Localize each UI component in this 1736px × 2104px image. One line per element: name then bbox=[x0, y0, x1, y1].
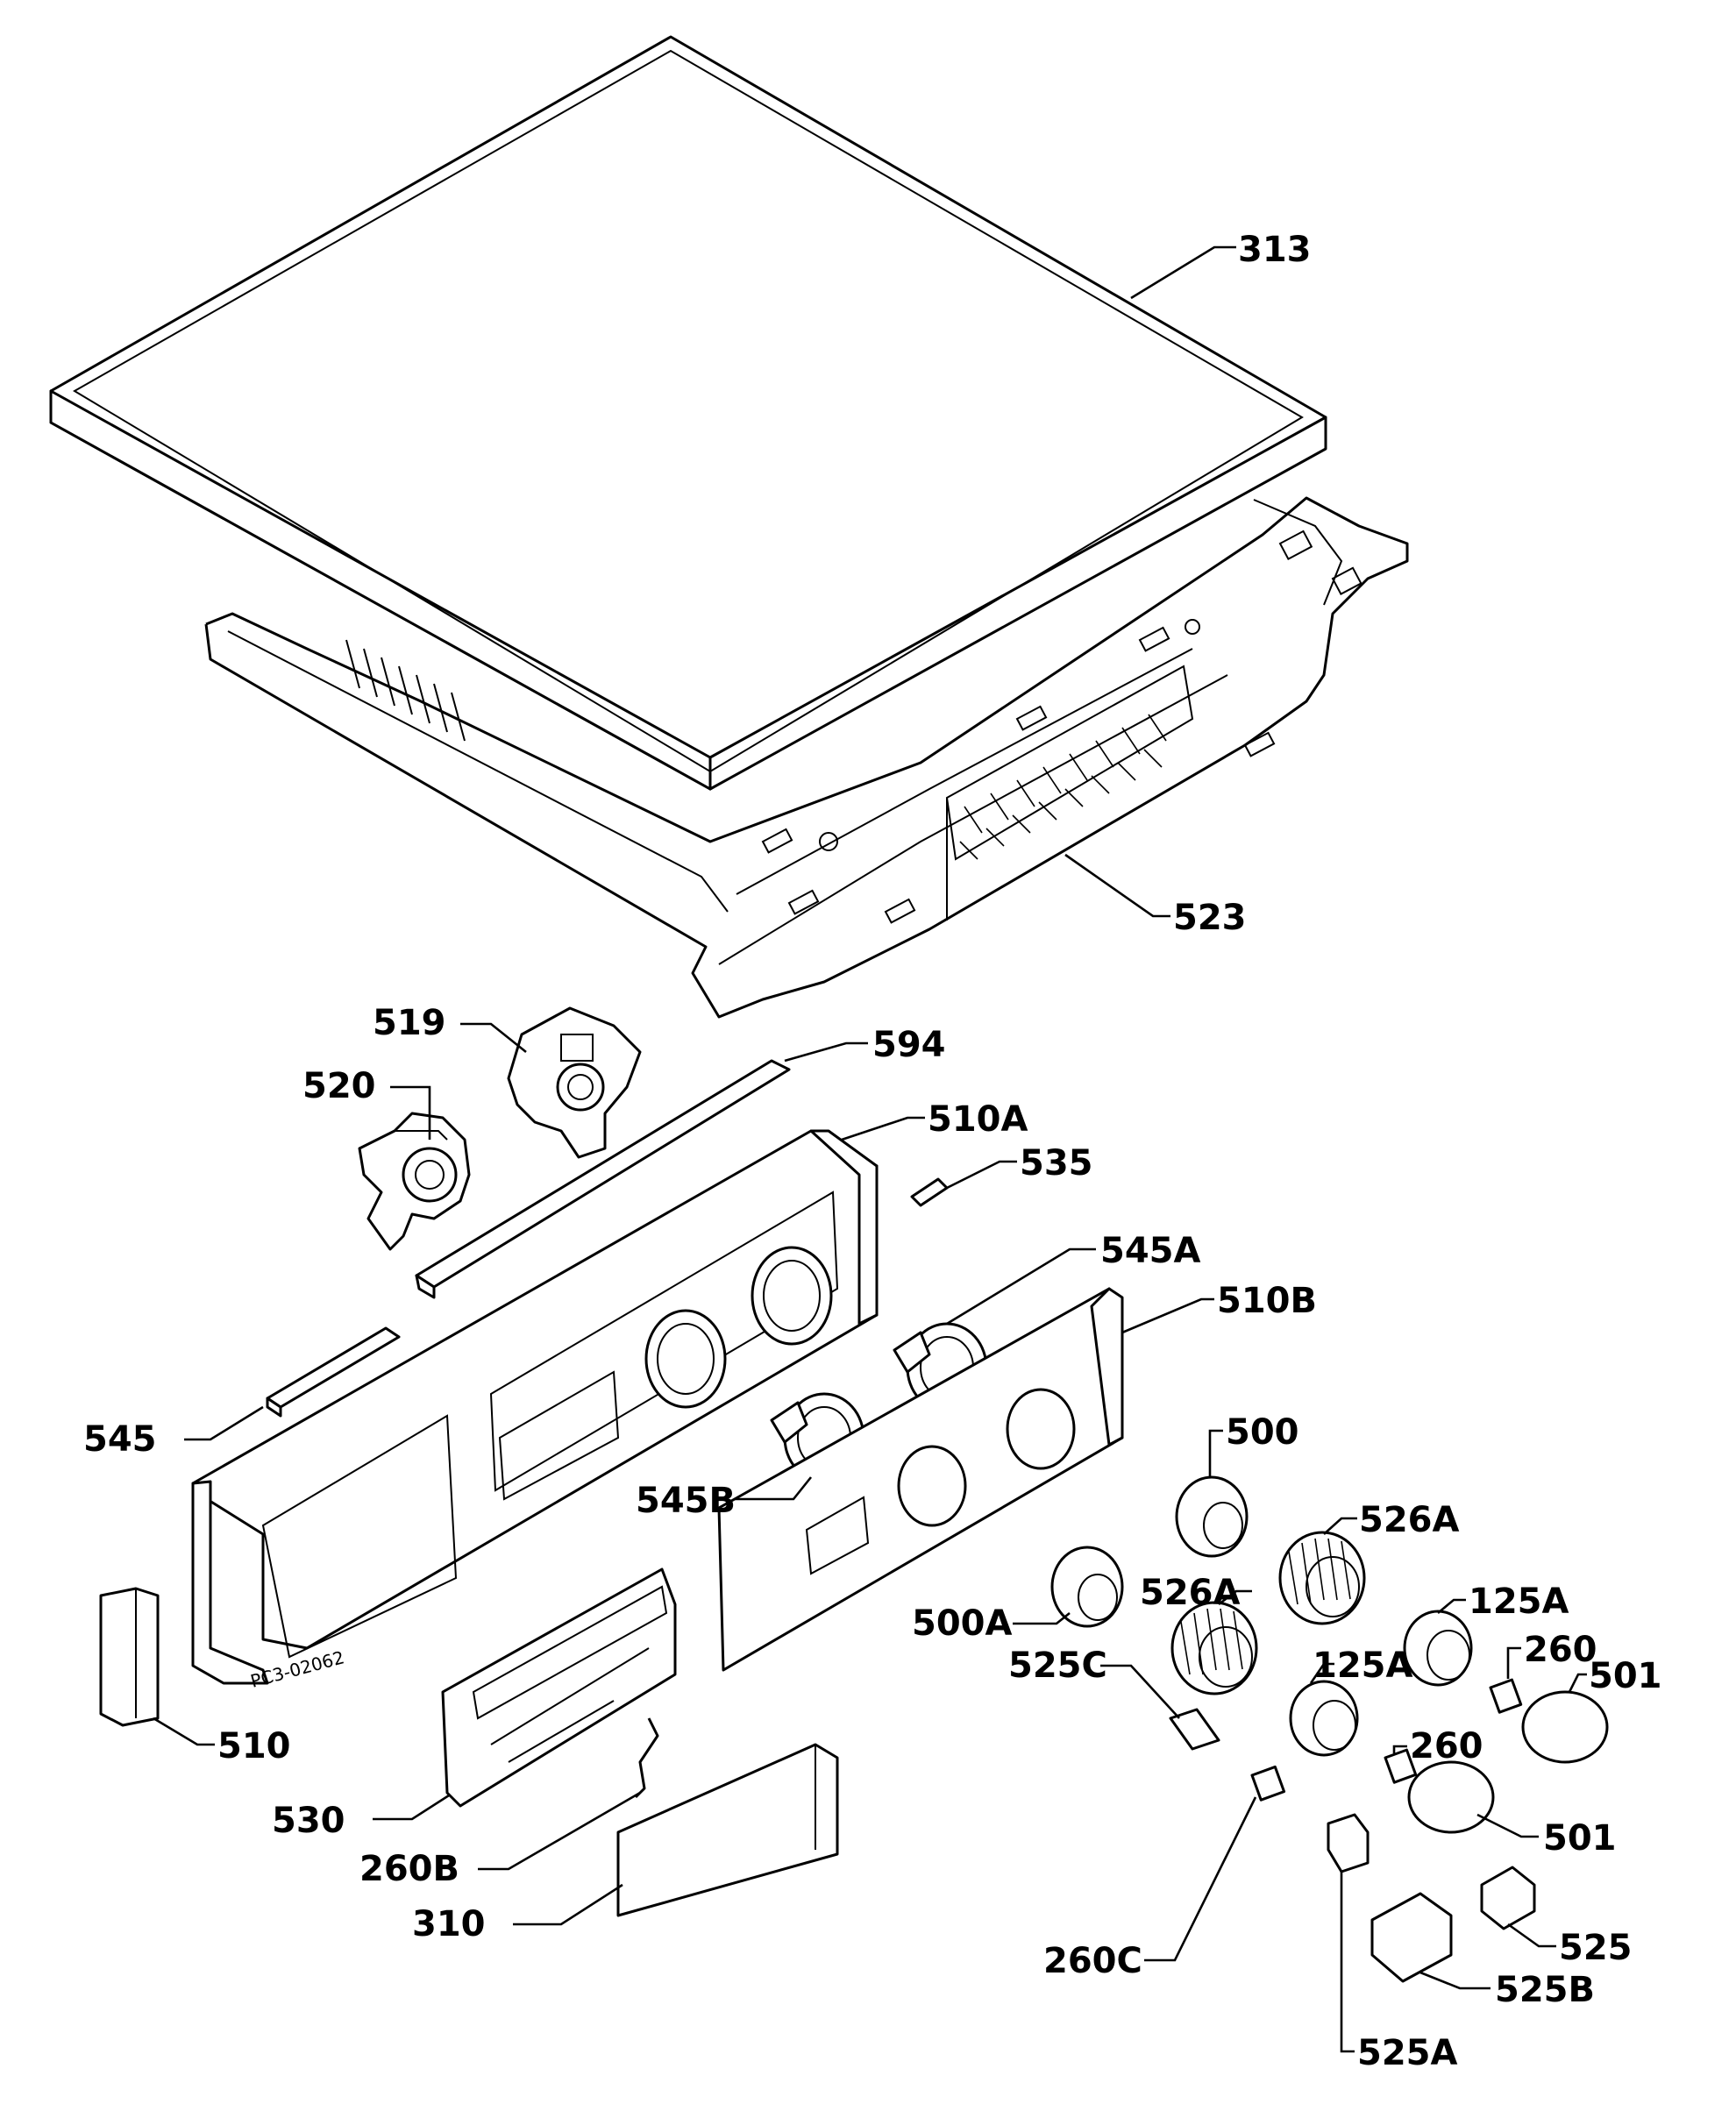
callout-label: 545 bbox=[83, 1419, 157, 1460]
callout-260B: 260B bbox=[359, 1791, 641, 1889]
callout-label: 523 bbox=[1173, 898, 1247, 938]
callout-label: 125A bbox=[1469, 1582, 1569, 1622]
callout-500A: 500A bbox=[912, 1603, 1071, 1644]
part-260-spring-upper bbox=[1489, 1678, 1523, 1714]
callout-label: 535 bbox=[1020, 1143, 1093, 1184]
callout-label: 545A bbox=[1100, 1231, 1200, 1271]
part-501-cap-lower bbox=[1407, 1760, 1495, 1834]
callout-519: 519 bbox=[373, 1003, 527, 1054]
callout-label: 526A bbox=[1359, 1500, 1459, 1540]
part-310-flap bbox=[616, 1743, 839, 1917]
callout-label: 525 bbox=[1559, 1928, 1633, 1968]
part-500-knob-shaft bbox=[1175, 1475, 1249, 1558]
part-313-top-cover bbox=[49, 35, 1327, 791]
callout-label: 125A bbox=[1313, 1646, 1412, 1686]
callout-510B: 510B bbox=[1121, 1281, 1317, 1334]
callout-526A-lower: 526A bbox=[1140, 1573, 1252, 1613]
part-519-bracket bbox=[507, 1006, 642, 1159]
part-260-spring-lower bbox=[1384, 1748, 1418, 1784]
callout-label: 594 bbox=[872, 1025, 946, 1065]
callout-520: 520 bbox=[302, 1066, 431, 1140]
callout-500: 500 bbox=[1208, 1412, 1299, 1477]
callout-545A: 545A bbox=[946, 1231, 1200, 1326]
callout-510A: 510A bbox=[841, 1099, 1028, 1141]
part-545-lens-strip bbox=[266, 1326, 401, 1418]
part-525C-pin bbox=[1169, 1708, 1220, 1751]
part-526A-knob-ribbed-upper bbox=[1278, 1531, 1366, 1625]
part-125A-gear-lower bbox=[1289, 1680, 1359, 1757]
callout-label: 510A bbox=[928, 1099, 1028, 1140]
callout-535: 535 bbox=[946, 1143, 1093, 1190]
callout-260C: 260C bbox=[1043, 1796, 1257, 1981]
callout-label: 501 bbox=[1543, 1818, 1617, 1859]
callout-501-lower: 501 bbox=[1476, 1813, 1617, 1859]
callout-label: 510 bbox=[217, 1726, 291, 1766]
callout-label: 260 bbox=[1410, 1726, 1483, 1766]
callout-594: 594 bbox=[784, 1025, 946, 1065]
callout-label: 260C bbox=[1043, 1941, 1142, 1981]
part-526A-knob-ribbed-lower bbox=[1170, 1601, 1258, 1695]
callout-525A: 525A bbox=[1340, 1872, 1457, 2073]
callout-label: 525A bbox=[1357, 2033, 1457, 2073]
callout-label: 501 bbox=[1589, 1656, 1662, 1696]
callout-label: 510B bbox=[1217, 1281, 1317, 1321]
callout-313: 313 bbox=[1130, 230, 1312, 300]
callout-label: 525B bbox=[1495, 1970, 1595, 2010]
callout-545B: 545B bbox=[636, 1476, 813, 1521]
part-525B-switch bbox=[1370, 1892, 1453, 1983]
callout-260-upper: 260 bbox=[1506, 1630, 1597, 1679]
callout-310: 310 bbox=[412, 1883, 623, 1944]
callout-label: 260B bbox=[359, 1849, 459, 1889]
callout-260-lower: 260 bbox=[1392, 1726, 1483, 1766]
callout-525C: 525C bbox=[1008, 1646, 1180, 1719]
part-260C-spring bbox=[1250, 1765, 1286, 1802]
callout-525: 525 bbox=[1507, 1923, 1633, 1968]
callout-label: 519 bbox=[373, 1003, 446, 1043]
part-510A-control-panel: PC3-02062 bbox=[191, 1129, 879, 1692]
callout-125A-lower: 125A bbox=[1309, 1646, 1412, 1686]
part-510-end-cap bbox=[99, 1587, 160, 1727]
part-500A-knob-shaft bbox=[1050, 1546, 1124, 1628]
callout-label: 500 bbox=[1226, 1412, 1299, 1453]
callout-125A-upper: 125A bbox=[1437, 1582, 1569, 1622]
part-530-dispenser-drawer bbox=[441, 1567, 677, 1808]
part-525-switch bbox=[1480, 1866, 1536, 1930]
part-520-clip bbox=[358, 1112, 471, 1251]
callout-label: 500A bbox=[912, 1603, 1012, 1644]
part-260B-spring-clip bbox=[634, 1717, 659, 1799]
callout-label: 313 bbox=[1238, 230, 1312, 270]
part-523-control-frame bbox=[204, 496, 1409, 1019]
callout-label: 525C bbox=[1008, 1646, 1107, 1686]
part-501-cap-upper bbox=[1521, 1690, 1609, 1764]
callout-label: 526A bbox=[1140, 1573, 1240, 1613]
callout-530: 530 bbox=[272, 1794, 450, 1841]
part-510B-front-panel bbox=[717, 1287, 1124, 1672]
part-525A-switch-cap bbox=[1327, 1813, 1370, 1873]
callout-label: 520 bbox=[302, 1066, 376, 1106]
frame-small-slots bbox=[761, 530, 1362, 924]
callout-label: 310 bbox=[412, 1904, 486, 1944]
callout-526A-upper: 526A bbox=[1323, 1500, 1459, 1540]
part-594-strip bbox=[415, 1059, 791, 1299]
callout-label: 260 bbox=[1524, 1630, 1597, 1670]
callout-510: 510 bbox=[153, 1717, 291, 1766]
frame-vent-slots bbox=[345, 639, 466, 742]
frame-mesh-panel bbox=[945, 665, 1194, 861]
part-125A-gear-upper bbox=[1403, 1610, 1473, 1687]
callout-501-upper: 501 bbox=[1568, 1656, 1662, 1696]
part-535-small-tab bbox=[910, 1177, 949, 1207]
callout-label: 530 bbox=[272, 1801, 345, 1841]
callout-545: 545 bbox=[83, 1405, 264, 1460]
callout-523: 523 bbox=[1064, 853, 1247, 938]
callout-525B: 525B bbox=[1419, 1970, 1595, 2010]
callout-label: 545B bbox=[636, 1481, 736, 1521]
